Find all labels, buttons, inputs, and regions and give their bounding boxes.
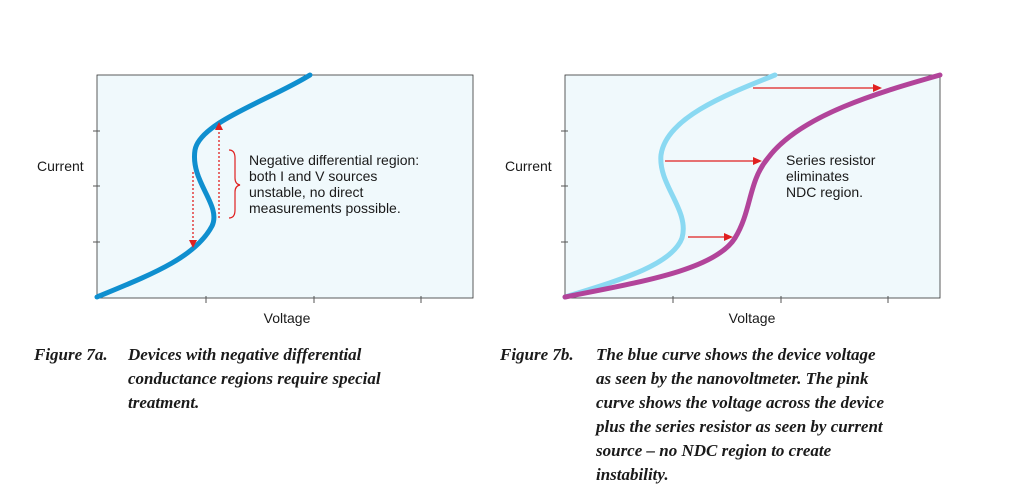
annotation-b: Series resistor eliminates NDC region. [786,152,879,200]
annotation-b-line: Series resistor [786,152,876,168]
axis-ticks-b [561,130,889,303]
caption-7b-line: instability. [596,465,669,484]
caption-7b-text: The blue curve shows the device voltage … [596,343,884,487]
axis-ticks-a [93,130,422,303]
figure-7b-diagram: Series resistor eliminates NDC region. C… [505,72,943,326]
caption-7b-label: Figure 7b. [500,345,574,364]
annotation-b-line: eliminates [786,168,849,184]
annotation-a: Negative differential region: both I and… [249,152,423,216]
caption-7a-line: treatment. [128,393,200,412]
iv-curve-a [94,72,313,300]
caption-7b-line: The blue curve shows the device voltage [596,345,876,364]
plot-area-a [96,74,474,299]
xlabel-b: Voltage [729,310,776,326]
caption-7a-line: Devices with negative differential [128,345,362,364]
caption-7a-label: Figure 7a. [34,345,108,364]
caption-7b-line: plus the series resistor as seen by curr… [596,417,883,436]
caption-7b-line: source – no NDC region to create [596,441,832,460]
caption-7a: Figure 7a. Devices with negative differe… [34,343,381,415]
annotation-a-line: unstable, no direct [249,184,364,200]
annotation-a-line: both I and V sources [249,168,377,184]
caption-7b-line: curve shows the voltage across the devic… [596,393,885,412]
annotation-a-line: measurements possible. [249,200,401,216]
caption-7b: Figure 7b. The blue curve shows the devi… [500,343,884,487]
series-curve-b [562,72,943,300]
annotation-a-line: Negative differential region: [249,152,419,168]
annotation-b-line: NDC region. [786,184,863,200]
figure-7a-diagram: Negative differential region: both I and… [37,72,474,326]
brace-a [228,149,241,219]
xlabel-a: Voltage [264,310,311,326]
device-curve-b [562,72,778,300]
ylabel-a: Current [37,158,84,174]
ylabel-b: Current [505,158,552,174]
caption-7a-line: conductance regions require special [128,369,381,388]
caption-7b-line: as seen by the nanovoltmeter. The pink [596,369,869,388]
caption-7a-text: Devices with negative differential condu… [128,343,381,415]
